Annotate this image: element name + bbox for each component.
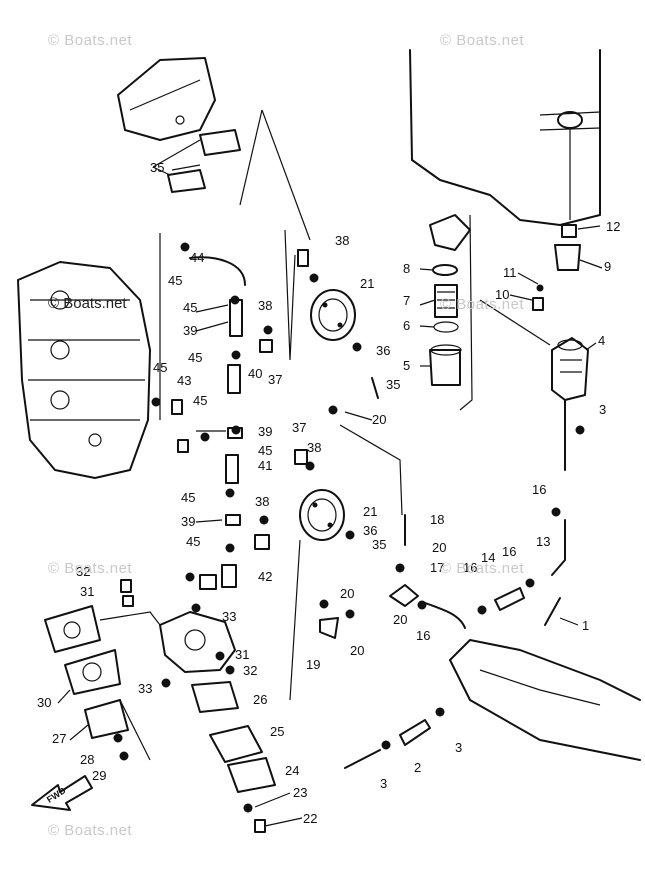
callout-10: 10 bbox=[495, 287, 509, 302]
callout-34: 35 bbox=[150, 160, 164, 175]
callout-12: 12 bbox=[606, 219, 620, 234]
callout-16-a: 16 bbox=[463, 560, 477, 575]
callout-9: 9 bbox=[604, 259, 611, 274]
callout-21-b: 21 bbox=[363, 504, 377, 519]
callout-36-b: 36 bbox=[363, 523, 377, 538]
fuel-pump-body-left bbox=[44, 579, 161, 761]
callout-45-a: 45 bbox=[168, 273, 182, 288]
callout-33-a: 33 bbox=[222, 609, 236, 624]
fuel-pump-lower bbox=[299, 489, 345, 541]
watermark: © Boats.net bbox=[48, 32, 133, 49]
callout-38-b: 38 bbox=[258, 298, 272, 313]
callout-7: 7 bbox=[403, 293, 410, 308]
leader-lines bbox=[57, 164, 603, 827]
watermark: © Boats.net bbox=[440, 32, 525, 49]
callout-22: 22 bbox=[303, 811, 317, 826]
callout-13: 13 bbox=[536, 534, 550, 549]
intake-manifold bbox=[117, 57, 216, 141]
callout-45-e: 45 bbox=[193, 393, 207, 408]
callout-27: 27 bbox=[52, 731, 66, 746]
callout-3-a: 3 bbox=[599, 402, 606, 417]
connector-2 bbox=[399, 719, 431, 746]
callout-3-c: 3 bbox=[380, 776, 387, 791]
callout-20-e: 20 bbox=[350, 643, 364, 658]
callout-20-c: 20 bbox=[340, 586, 354, 601]
callout-5: 5 bbox=[403, 358, 410, 373]
watermark: © Boats.net bbox=[440, 296, 525, 313]
callout-11: 11 bbox=[503, 265, 517, 280]
gasket-34 bbox=[152, 129, 241, 193]
callout-33-b: 33 bbox=[138, 681, 152, 696]
callout-28: 28 bbox=[80, 752, 94, 767]
cylinder-block bbox=[17, 261, 151, 479]
callout-45-b: 45 bbox=[183, 300, 197, 315]
callout-42: 44 bbox=[190, 250, 204, 265]
callout-45-c: 45 bbox=[188, 350, 202, 365]
callout-6: 6 bbox=[403, 318, 410, 333]
lower-cowling bbox=[449, 639, 641, 761]
callout-45-g: 45 bbox=[181, 490, 195, 505]
callout-30: 30 bbox=[37, 695, 51, 710]
fuel-pump-upper bbox=[310, 289, 356, 341]
callout-21-a: 21 bbox=[360, 276, 374, 291]
watermark: © Boats.net bbox=[48, 822, 133, 839]
fwd-arrow-icon bbox=[31, 775, 93, 811]
hose-fittings bbox=[171, 249, 309, 590]
callout-3-b: 3 bbox=[455, 740, 462, 755]
callout-40: 40 bbox=[248, 366, 262, 381]
watermark: © Boats.net bbox=[440, 560, 525, 577]
callout-16-b: 16 bbox=[502, 544, 516, 559]
callout-20-d: 20 bbox=[393, 612, 407, 627]
callout-32-b: 32 bbox=[243, 663, 257, 678]
callout-32-a: 32 bbox=[76, 564, 90, 579]
callout-31-a: 31 bbox=[80, 584, 94, 599]
callout-20-a: 20 bbox=[372, 412, 386, 427]
callout-8: 8 bbox=[403, 261, 410, 276]
callout-41: 41 bbox=[258, 458, 272, 473]
joint-17 bbox=[319, 377, 525, 639]
callout-23: 23 bbox=[293, 785, 307, 800]
fuel-hoses bbox=[159, 109, 566, 769]
callout-44: 42 bbox=[258, 569, 272, 584]
callout-45-d: 45 bbox=[153, 360, 167, 375]
upper-casing bbox=[409, 49, 601, 226]
callout-17: 17 bbox=[430, 560, 444, 575]
callout-19: 19 bbox=[306, 657, 320, 672]
watermark: © Boats.net bbox=[48, 560, 133, 577]
callout-15: 16 bbox=[416, 628, 430, 643]
callout-45-f: 45 bbox=[258, 443, 272, 458]
callout-45-h: 45 bbox=[186, 534, 200, 549]
callout-38-a: 38 bbox=[335, 233, 349, 248]
callout-35-b: 35 bbox=[372, 537, 386, 552]
callout-31-b: 31 bbox=[235, 647, 249, 662]
callouts: 35 38 45 44 45 39 38 45 40 37 45 43 45 3… bbox=[37, 160, 620, 826]
callout-43: 43 bbox=[177, 373, 191, 388]
callout-39-b: 39 bbox=[258, 424, 272, 439]
callout-26: 26 bbox=[253, 692, 267, 707]
callout-4: 4 bbox=[598, 333, 605, 348]
fuel-pump-cover-assembly bbox=[159, 603, 276, 833]
callout-37-a: 37 bbox=[268, 372, 282, 387]
callout-18: 18 bbox=[430, 512, 444, 527]
callout-2: 2 bbox=[414, 760, 421, 775]
fuel-joint-4 bbox=[551, 337, 589, 401]
callout-38-c: 38 bbox=[255, 494, 269, 509]
callout-38-d: 38 bbox=[307, 440, 321, 455]
callout-16-c: 16 bbox=[532, 482, 546, 497]
hose-clips bbox=[151, 242, 585, 750]
callout-20-b: 20 bbox=[432, 540, 446, 555]
callout-36-a: 36 bbox=[376, 343, 390, 358]
callout-37-b: 37 bbox=[292, 420, 306, 435]
bracket-9 bbox=[532, 224, 581, 311]
callout-14: 14 bbox=[481, 550, 495, 565]
callout-24: 24 bbox=[285, 763, 299, 778]
callout-1: 1 bbox=[582, 618, 589, 633]
callout-25: 25 bbox=[270, 724, 284, 739]
callout-29: 29 bbox=[92, 768, 106, 783]
callout-39-a: 39 bbox=[183, 323, 197, 338]
watermark: © Boats.net bbox=[48, 295, 127, 312]
callout-35-a: 35 bbox=[386, 377, 400, 392]
callout-39-c: 39 bbox=[181, 514, 195, 529]
